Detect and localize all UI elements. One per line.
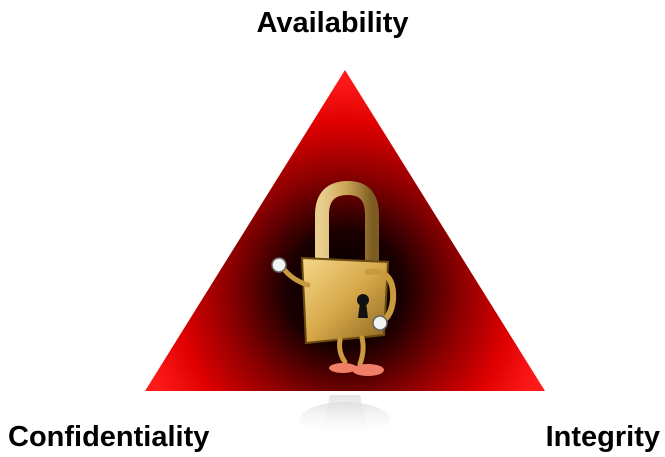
triad-triangle (145, 70, 545, 391)
padlock-mascot-icon (271, 180, 397, 376)
label-integrity: Integrity (545, 421, 660, 453)
label-confidentiality: Confidentiality (8, 421, 210, 453)
mascot-reflection (300, 395, 390, 440)
label-availability: Availability (256, 7, 409, 39)
